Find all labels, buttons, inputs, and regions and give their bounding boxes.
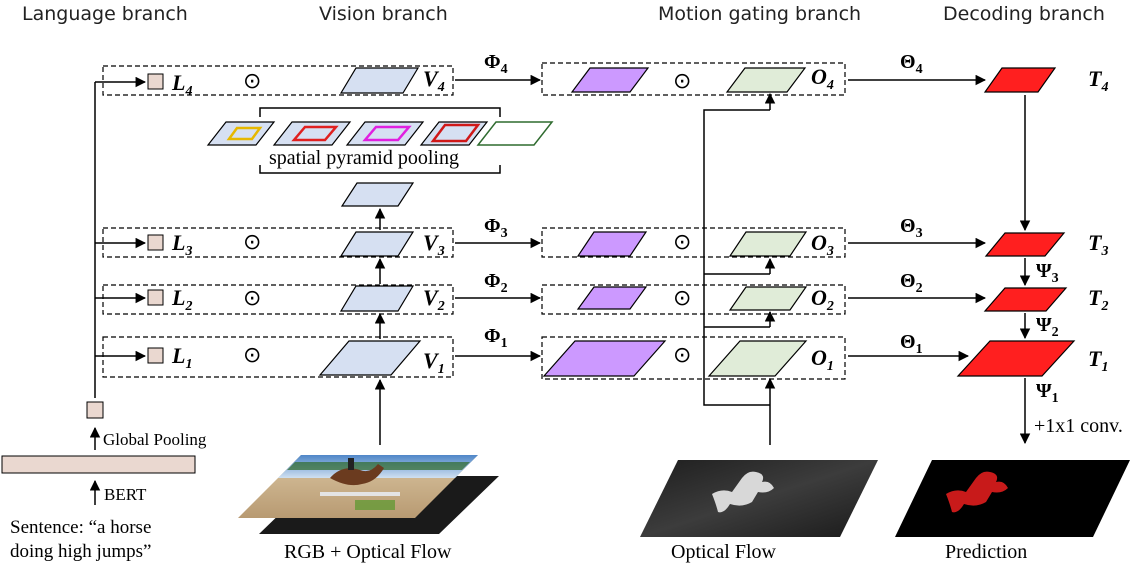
rgb-input-image — [238, 455, 499, 534]
label-phi4: Φ4 — [484, 51, 508, 77]
label-theta3: Θ3 — [900, 215, 923, 241]
spp-tile-5 — [476, 121, 554, 146]
label-theta4: Θ4 — [900, 51, 923, 77]
odot-m-1: ⊙ — [673, 343, 691, 368]
odot-lv-1: ⊙ — [243, 343, 261, 368]
label-psi3: Ψ3 — [1036, 260, 1059, 286]
decode-feature-3 — [984, 232, 1066, 257]
spp-tile-3 — [345, 121, 425, 146]
label-L4: L4 — [171, 70, 192, 99]
bert-feature-bar — [1, 455, 196, 474]
level1-box — [102, 336, 454, 378]
header-decoding: Decoding branch — [943, 3, 1105, 25]
odot-lv-3: ⊙ — [243, 230, 261, 255]
spp-top-bracket — [259, 107, 501, 117]
motion1-box — [541, 336, 846, 380]
bert-label: BERT — [104, 485, 147, 504]
label-L3: L3 — [171, 230, 192, 259]
conv-label: +1x1 conv. — [1034, 415, 1123, 437]
odot-lv-4: ⊙ — [243, 69, 261, 94]
label-theta1: Θ1 — [900, 331, 923, 357]
optical-flow-caption: Optical Flow — [671, 541, 777, 563]
prediction-image — [895, 460, 1130, 537]
level2-box — [102, 284, 454, 315]
label-O1: O1 — [811, 345, 834, 374]
lang-feature-1 — [147, 347, 164, 364]
label-T2: T2 — [1088, 285, 1108, 314]
odot-m-4: ⊙ — [673, 69, 691, 94]
vision-feature-3 — [339, 231, 415, 257]
decode-feature-1 — [956, 340, 1076, 377]
header-vision: Vision branch — [319, 3, 448, 25]
label-phi3: Φ3 — [484, 215, 508, 241]
spp-tile-4 — [419, 121, 489, 146]
label-V2: V2 — [423, 285, 445, 314]
label-O4: O4 — [811, 64, 834, 93]
decode-feature-2 — [983, 287, 1068, 312]
motion3-box — [541, 227, 846, 258]
spp-bottom-bracket — [259, 165, 501, 174]
flow-trunk-line — [703, 109, 770, 406]
pooled-language-square — [86, 401, 104, 419]
label-V4: V4 — [423, 66, 445, 95]
level3-box — [102, 227, 454, 258]
odot-m-2: ⊙ — [673, 286, 691, 311]
label-phi1: Φ1 — [484, 325, 508, 351]
prediction-caption: Prediction — [945, 541, 1027, 563]
label-L2: L2 — [171, 285, 192, 314]
label-O2: O2 — [811, 285, 834, 314]
level4-box — [102, 65, 454, 96]
label-psi2: Ψ2 — [1036, 314, 1059, 340]
spp-tile-1 — [206, 121, 276, 146]
vision-feature-4 — [339, 67, 420, 94]
label-L1: L1 — [171, 343, 192, 372]
odot-m-3: ⊙ — [673, 230, 691, 255]
sentence-line-1: Sentence: “a horse — [10, 517, 151, 538]
vision-pooled-feature — [340, 182, 415, 207]
vision-feature-2 — [339, 285, 415, 312]
spp-label: spatial pyramid pooling — [269, 147, 459, 169]
motion-purple-4 — [570, 67, 650, 93]
rgb-flow-caption: RGB + Optical Flow — [284, 541, 452, 563]
label-psi1: Ψ1 — [1036, 380, 1059, 406]
motion-green-3 — [728, 231, 808, 257]
label-theta2: Θ2 — [900, 270, 923, 296]
label-V3: V3 — [423, 230, 445, 259]
lang-feature-3 — [147, 234, 164, 251]
optical-flow-image — [640, 460, 878, 537]
lang-feature-4 — [147, 73, 164, 90]
global-pooling-label: Global Pooling — [103, 430, 207, 449]
header-language: Language branch — [22, 3, 188, 25]
motion-purple-2 — [576, 286, 648, 310]
motion2-box — [541, 284, 846, 315]
label-O3: O3 — [811, 230, 834, 259]
header-motion: Motion gating branch — [658, 3, 861, 25]
label-phi2: Φ2 — [484, 270, 508, 296]
lang-feature-2 — [147, 289, 164, 306]
label-T4: T4 — [1088, 66, 1108, 95]
motion-green-1 — [707, 340, 808, 377]
motion-purple-1 — [542, 340, 667, 377]
vision-feature-1 — [318, 340, 422, 376]
decode-feature-4 — [983, 67, 1057, 93]
label-V1: V1 — [423, 348, 445, 377]
odot-lv-2: ⊙ — [243, 286, 261, 311]
motion-green-2 — [728, 286, 808, 311]
label-T1: T1 — [1088, 346, 1108, 375]
motion-purple-3 — [576, 231, 648, 257]
spp-tile-2 — [272, 121, 352, 146]
label-T3: T3 — [1088, 230, 1108, 259]
motion-green-4 — [725, 67, 807, 93]
sentence-line-2: doing high jumps” — [10, 541, 151, 562]
